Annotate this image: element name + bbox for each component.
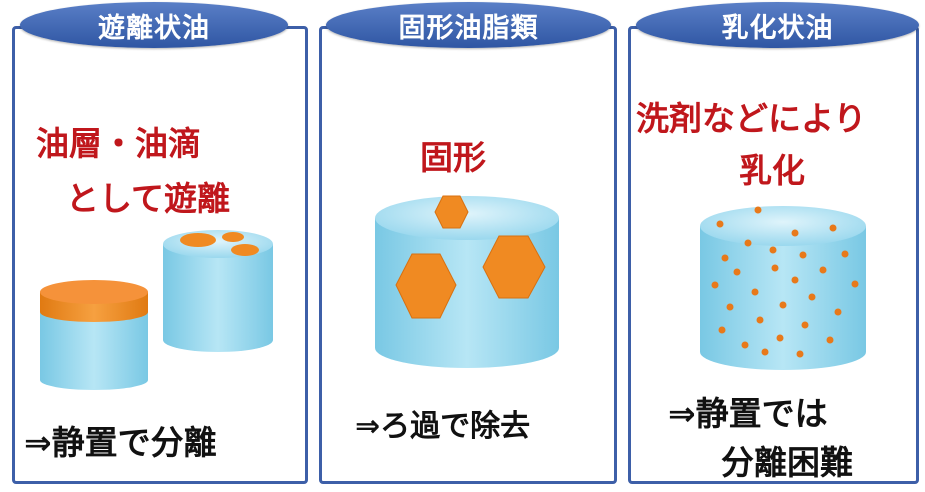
tab-emulsified-oil: 乳化状油 — [636, 2, 919, 48]
tab-free-oil: 遊離状油 — [20, 2, 288, 48]
solid-fat-result: ⇒ろ過で除去 — [355, 409, 531, 444]
droplet-cylinder — [163, 230, 273, 352]
free-oil-result: ⇒静置で分離 — [24, 423, 217, 462]
solid-fat-cylinder — [375, 195, 559, 368]
oil-layer-cylinder — [40, 280, 148, 390]
free-oil-desc-line2: として遊離 — [66, 179, 231, 218]
fat-hexagon — [395, 253, 457, 319]
fat-hexagon — [434, 195, 469, 229]
emulsified-cylinder — [700, 206, 866, 370]
tab-solid-fat: 固形油脂類 — [326, 2, 611, 48]
solid-fat-desc: 固形 — [420, 138, 486, 177]
emulsified-result-line1: ⇒静置では — [668, 394, 828, 433]
emulsified-desc-line1: 洗剤などにより — [636, 99, 867, 138]
free-oil-desc-line1: 油層・油滴 — [36, 124, 201, 163]
fat-hexagon — [482, 235, 546, 299]
emulsified-result-line2: 分離困難 — [721, 443, 853, 482]
emulsified-desc-line2: 乳化 — [739, 151, 805, 190]
